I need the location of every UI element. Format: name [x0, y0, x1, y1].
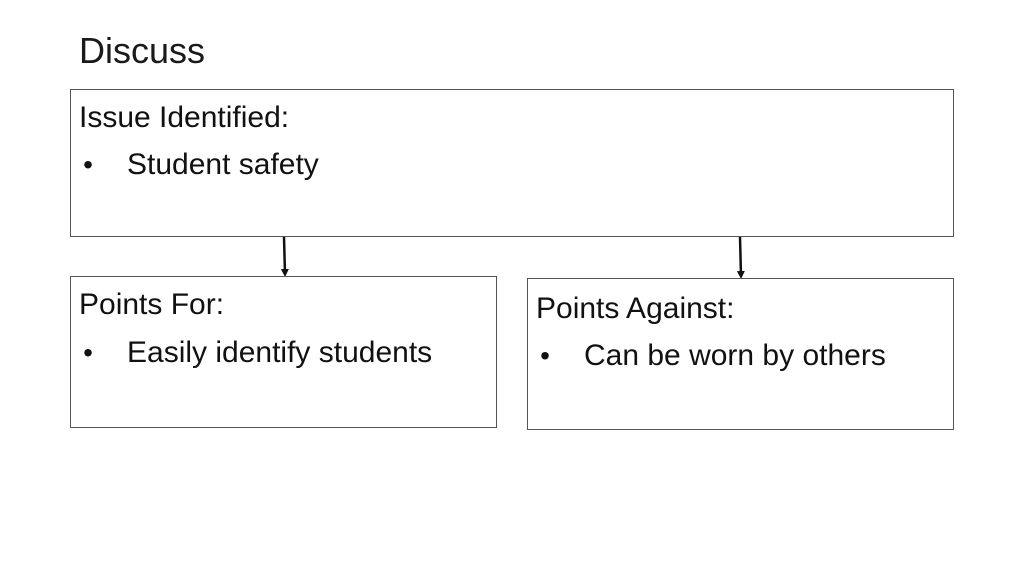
issue-identified-box: Issue Identified: • Student safety [70, 89, 954, 237]
points-against-box: Points Against: • Can be worn by others [527, 278, 954, 430]
points-against-bullet-item: • Can be worn by others [536, 336, 947, 376]
points-for-heading: Points For: [79, 288, 225, 321]
points-for-bullet-text: Easily identify students [127, 336, 433, 369]
points-for-bullet-item: • Easily identify students [79, 333, 490, 373]
issue-identified-heading: Issue Identified: [79, 101, 290, 134]
arrow-to-points-for [280, 236, 289, 277]
arrow-to-points-against [736, 236, 745, 279]
issue-bullet-text: Student safety [127, 148, 319, 181]
bullet-icon: • [83, 337, 93, 368]
issue-bullet-item: • Student safety [79, 145, 947, 185]
points-against-heading: Points Against: [536, 292, 735, 325]
slide-title: Discuss [79, 30, 206, 71]
points-for-box: Points For: • Easily identify students [70, 276, 497, 428]
bullet-icon: • [540, 340, 550, 371]
points-against-bullet-text: Can be worn by others [584, 339, 886, 372]
bullet-icon: • [83, 149, 93, 180]
